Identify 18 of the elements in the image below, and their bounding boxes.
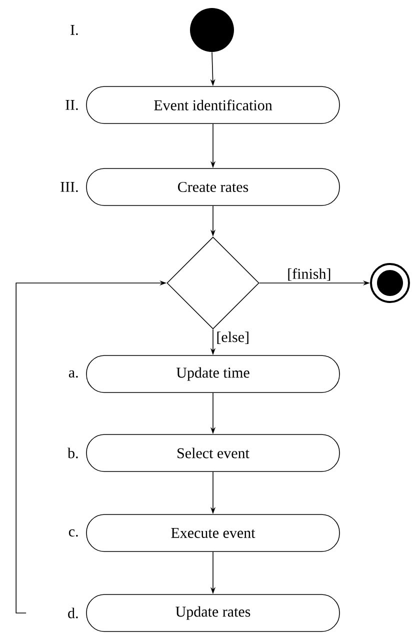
activity-box: Event identification bbox=[86, 86, 340, 124]
activity-box: Select event bbox=[86, 434, 340, 472]
step-label: II. bbox=[66, 100, 78, 110]
edge-label: [else] bbox=[215, 330, 250, 346]
end-circle bbox=[370, 263, 410, 303]
edge-label: [finish] bbox=[286, 267, 332, 282]
activity-box: Create rates bbox=[86, 168, 340, 206]
step-label: a. bbox=[68, 370, 78, 378]
step-label: d. bbox=[68, 608, 78, 618]
step-label: c. bbox=[68, 529, 78, 537]
activity-box: Execute event bbox=[86, 514, 340, 552]
activity-box: Update time bbox=[86, 355, 340, 393]
step-label: III. bbox=[60, 182, 78, 192]
step-label: b. bbox=[68, 448, 78, 458]
start-circle bbox=[190, 8, 234, 52]
step-label: I. bbox=[70, 25, 78, 36]
decision-diamond bbox=[166, 236, 260, 330]
activity-box: Update rates bbox=[86, 594, 340, 632]
